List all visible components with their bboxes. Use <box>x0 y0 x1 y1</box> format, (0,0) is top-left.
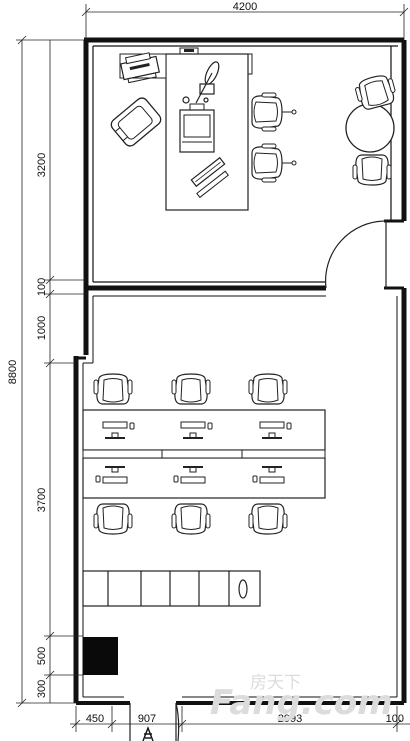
armchair-icon <box>110 97 162 147</box>
dim-left-300: 300 <box>36 680 48 698</box>
office-chair-icon <box>251 92 297 132</box>
dim-top-width: 4200 <box>233 1 257 13</box>
desk-row-top <box>82 409 326 451</box>
dim-bottom-907: 907 <box>138 713 156 725</box>
office-chair-icon <box>93 503 133 535</box>
entry-arrow-icon <box>142 726 154 741</box>
office-chair-icon <box>251 143 297 183</box>
door-swing-icon <box>324 220 387 289</box>
dim-left-open: 3700 <box>36 488 48 512</box>
watermark: 房天下 Fang.com <box>210 673 393 723</box>
office-chair-icon <box>171 503 211 535</box>
watermark-cn: 房天下 <box>250 673 301 693</box>
office-chair-icon <box>93 373 133 405</box>
printer-icon <box>120 52 160 84</box>
office-room <box>110 47 399 211</box>
dim-bottom-100: 100 <box>386 713 404 725</box>
watermark-latin: Fang.com <box>210 683 393 723</box>
office-chair-icon <box>248 373 288 405</box>
monitor-icon <box>179 103 215 153</box>
dim-left-total: 8800 <box>7 360 19 384</box>
desk-row-bottom <box>82 457 326 499</box>
dim-left-wall: 100 <box>36 278 48 296</box>
dim-left-office: 3200 <box>36 153 48 177</box>
armchair-icon <box>352 154 392 186</box>
desk-lamp-icon <box>182 61 220 104</box>
round-table-icon <box>345 103 395 153</box>
wall-panel <box>179 47 199 55</box>
open-office <box>82 373 326 675</box>
entrance-door <box>129 702 180 741</box>
office-chair-icon <box>171 373 211 405</box>
dim-left-500: 500 <box>36 647 48 665</box>
office-chair-icon <box>248 503 288 535</box>
dim-bottom-2993: 2993 <box>278 713 302 725</box>
dimension-labels: 4200 8800 3200 100 1000 3700 500 300 450… <box>7 1 404 725</box>
dimension-lines <box>16 4 410 732</box>
storage-cabinet <box>82 570 261 607</box>
dim-bottom-450: 450 <box>86 713 104 725</box>
dim-left-corridor: 1000 <box>36 316 48 340</box>
structural-column <box>83 637 118 675</box>
keyboard-icon <box>190 156 229 199</box>
